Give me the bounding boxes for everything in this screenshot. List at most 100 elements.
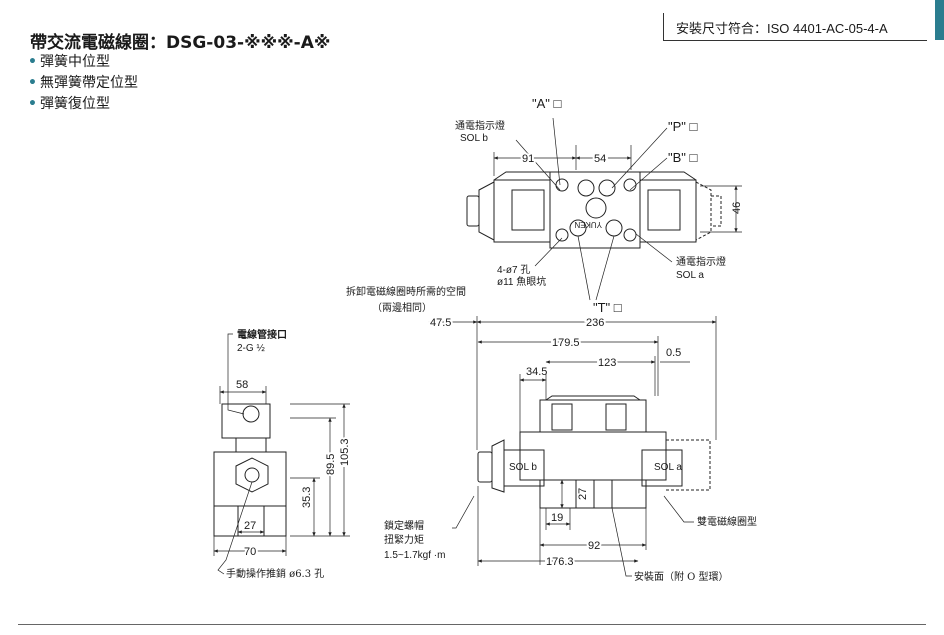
space-note-line2: （兩邊相同）	[372, 301, 432, 314]
leader-mounting-face	[611, 507, 632, 577]
type-label: 無彈簧帶定位型	[39, 75, 138, 91]
end-view-labels: 電線管接口 2-G ½ 58 89.5 105.3 35.3 27 70 手動操…	[226, 328, 353, 580]
dim-92-label: 92	[588, 540, 600, 552]
page-edge-tab	[935, 0, 944, 40]
top-right-coil	[639, 179, 697, 243]
leader-port-t	[595, 235, 615, 301]
dim-91-label: 91	[522, 153, 534, 165]
dim-236-label: 236	[586, 317, 604, 329]
leader-indicator-b	[515, 139, 561, 191]
bullet-icon: •	[28, 96, 37, 112]
counterbore-label: ø11 魚眼坑	[497, 275, 546, 288]
bottom-rule	[18, 624, 926, 625]
leader-port-p	[611, 127, 668, 189]
top-left-coil-chamfer	[493, 171, 550, 181]
holes-label: 4-ø7 孔	[497, 264, 530, 276]
end-base	[213, 505, 287, 537]
conduit-label: 電線管接口	[237, 328, 287, 341]
dim-70-label: 70	[244, 546, 256, 558]
dim-58-label: 58	[236, 379, 248, 391]
leader-port-t	[577, 235, 591, 301]
mounting-face-label: 安裝面（附 O 型環）	[634, 570, 729, 583]
indicator-a-sol: SOL a	[676, 270, 704, 281]
port-p-label: "P" □	[668, 119, 698, 134]
leader-port-b	[629, 157, 668, 191]
side-upper-detail	[551, 403, 573, 431]
top-port-circle	[598, 179, 616, 197]
dim-0-5-label: 0.5	[666, 347, 681, 359]
leader-port-a	[552, 117, 561, 186]
side-base	[539, 479, 647, 509]
side-upper-body	[539, 399, 647, 433]
type-list-item: •彈簧中位型	[28, 52, 138, 73]
top-left-coil-inner	[511, 189, 545, 231]
dim-123-label: 123	[598, 357, 616, 369]
indicator-b-sol: SOL b	[460, 133, 488, 144]
torque-value: 1.5~1.7kgf ·m	[384, 550, 445, 561]
top-right-coil-chamfer	[640, 171, 697, 181]
dim-46-label: 46	[731, 202, 743, 214]
leader-manual-pin	[217, 481, 253, 575]
dim-27-label: 27	[577, 488, 589, 500]
side-left-nut	[491, 439, 505, 493]
dim-34-5-label: 34.5	[526, 366, 547, 378]
dim-54-label: 54	[594, 153, 606, 165]
side-view-labels: 拆卸電磁線圈時所需的空間 （兩邊相同） 47.5 236 179.5 123 0…	[346, 285, 757, 583]
lock-nut-label: 鎖定螺帽	[384, 519, 424, 532]
side-coil-body	[519, 431, 667, 481]
top-bolt-hole	[555, 178, 569, 192]
top-bolt-hole	[623, 178, 637, 192]
leader-double-coil	[663, 495, 694, 523]
type-label: 彈簧中位型	[39, 54, 110, 70]
end-view	[213, 333, 350, 575]
top-bolt-hole	[623, 228, 637, 242]
top-port-circle	[605, 219, 623, 237]
type-list-item: •彈簧復位型	[28, 94, 138, 115]
body-mark: YUKEN	[574, 220, 602, 229]
end-hex-nut	[235, 457, 269, 493]
top-view-labels: "A" □ "P" □ "B" □ "T" □ 通電指示燈 SOL b 通電指示…	[455, 96, 743, 315]
top-view	[466, 117, 742, 301]
top-valve-body	[549, 171, 641, 249]
port-b-label: "B" □	[668, 150, 698, 165]
side-upper-detail	[605, 403, 627, 431]
type-label: 彈簧復位型	[39, 96, 110, 112]
space-note-line1: 拆卸電磁線圈時所需的空間	[346, 285, 466, 298]
bullet-icon: •	[28, 75, 37, 91]
end-coil-housing	[213, 451, 287, 507]
top-left-coil-nut	[478, 181, 495, 241]
page-title: 帶交流電磁線圈：DSG-03-※※※-A※	[30, 33, 331, 53]
side-right-coil	[641, 449, 683, 487]
manual-pin-label: 手動操作推銷 ø6.3 孔	[226, 567, 324, 580]
bullet-icon: •	[28, 54, 37, 70]
standard-box	[663, 13, 927, 41]
torque-label: 扭緊力矩	[384, 533, 424, 546]
dim-105-3-label: 105.3	[339, 438, 351, 466]
top-right-nut-hidden	[695, 181, 712, 241]
dim-27-end-label: 27	[244, 520, 256, 532]
top-bolt-hole	[555, 228, 569, 242]
indicator-a-label: 通電指示燈	[676, 255, 726, 268]
top-port-circle	[585, 197, 607, 219]
side-top-chamfer	[545, 395, 641, 401]
leader-indicator-a	[635, 233, 673, 263]
dim-179-5-label: 179.5	[552, 337, 580, 349]
leader-holes	[534, 237, 563, 267]
type-list: •彈簧中位型 •無彈簧帶定位型 •彈簧復位型	[28, 52, 138, 115]
leader-conduit	[227, 333, 245, 415]
top-port-circle	[577, 179, 595, 197]
end-manual-pin	[244, 467, 260, 483]
double-coil-label: 雙電磁線圈型	[697, 515, 757, 528]
side-view	[428, 316, 717, 577]
dim-89-5-label: 89.5	[325, 454, 337, 475]
end-conduit-port	[242, 405, 260, 423]
conduit-thread: 2-G ½	[237, 343, 265, 354]
sol-a-label: SOL a	[654, 462, 682, 473]
dim-176-3-label: 176.3	[546, 556, 574, 568]
top-right-coil-inner	[647, 189, 681, 231]
dim-35-3-label: 35.3	[301, 487, 313, 508]
port-a-label: "A" □	[532, 96, 562, 111]
side-right-coil-hidden	[666, 439, 711, 491]
dim-47-5-label: 47.5	[430, 317, 451, 329]
